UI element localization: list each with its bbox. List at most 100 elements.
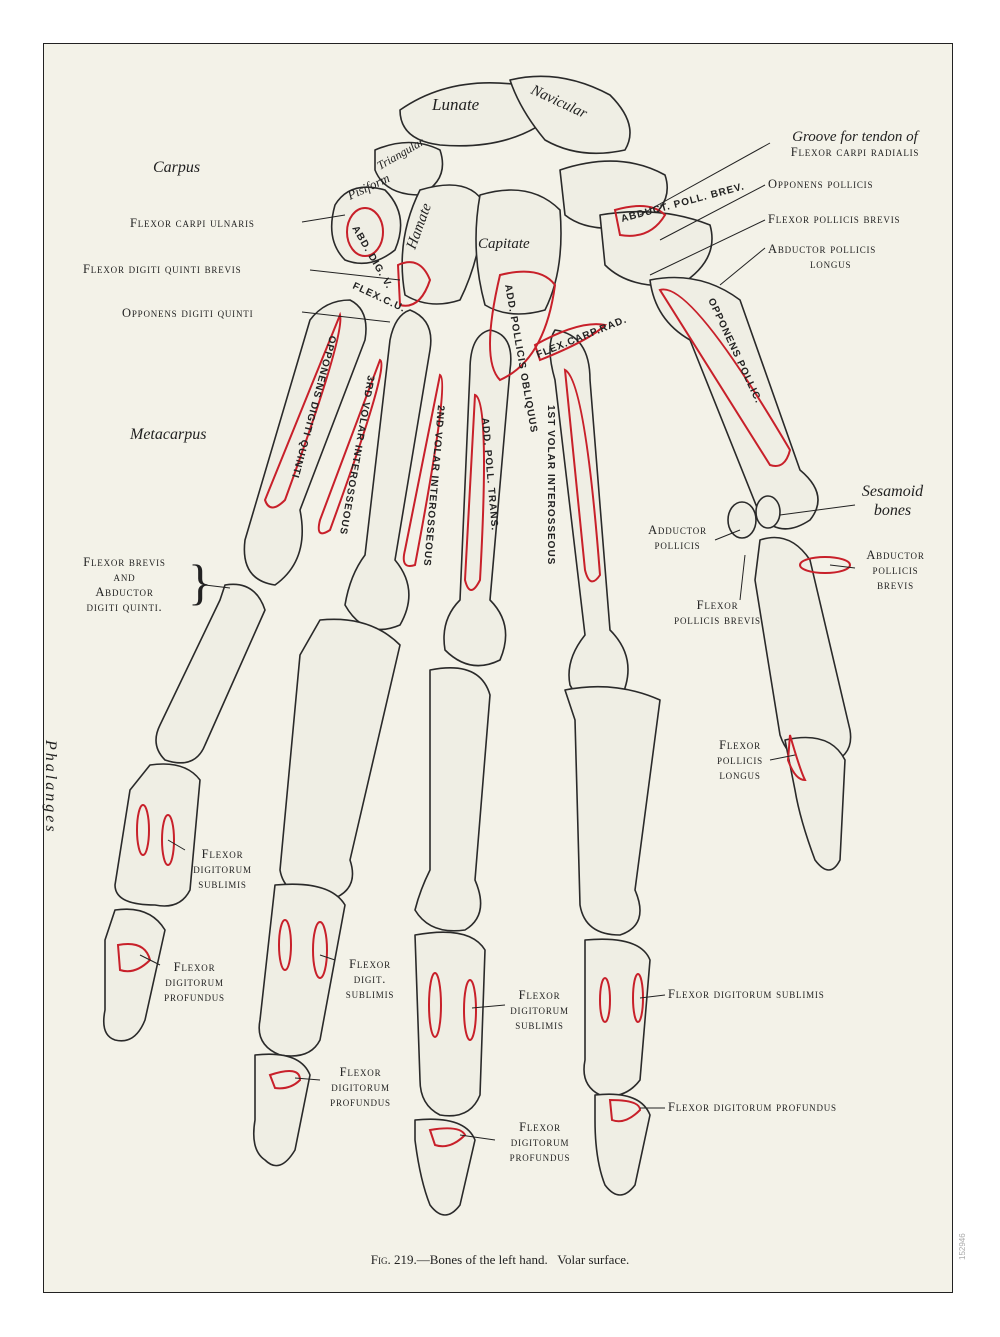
fdp-little-line-3: profundus <box>164 990 225 1004</box>
abductor-pollicis-brevis-label: Abductor pollicis brevis <box>858 548 933 593</box>
opponens-digiti-quinti-label: Opponens digiti quinti <box>122 306 254 320</box>
index-proximal-phalanx <box>564 685 661 936</box>
sesamoid-label: Sesamoid bones <box>855 482 930 520</box>
leader-sesamoid <box>779 504 856 516</box>
ring-distal-phalanx <box>252 1053 311 1167</box>
second-volar-text: 2ND VOLAR INTEROSSEOUS <box>421 405 446 567</box>
navicular-bone <box>509 75 631 155</box>
flexor-pollicis-brevis-top-label: Flexor pollicis brevis <box>768 212 901 226</box>
leader-fpb-top <box>649 219 766 276</box>
leader-fdp-little <box>139 954 161 966</box>
lunate-label: Lunate <box>431 95 480 114</box>
fds-ring-line-2: digit. <box>353 972 387 986</box>
little-middle-phalanx <box>114 763 201 907</box>
leader-fpl <box>769 754 796 761</box>
fds-index-label: Flexor digitorum sublimis <box>668 987 825 1001</box>
leader-fds-little <box>167 839 186 851</box>
fds-little-b <box>161 814 175 866</box>
capitate-label: Capitate <box>478 236 530 252</box>
flexor-pollicis-longus-label: Flexor pollicis longus <box>705 738 775 783</box>
fds-middle-a <box>428 972 442 1038</box>
caption-text: —Bones of the left hand. Volar surface. <box>416 1252 630 1267</box>
fpl-line-2: pollicis <box>717 753 763 767</box>
first-volar-text: 1ST VOLAR INTEROSSEOUS <box>545 405 556 565</box>
leader-fds-middle <box>471 1004 506 1009</box>
caption-prefix: Fig. 219. <box>370 1252 417 1267</box>
abpb-line-3: brevis <box>877 578 914 592</box>
leader-fdp-middle <box>459 1134 496 1141</box>
leader-adductor <box>714 529 741 541</box>
leader-opp-poll <box>659 184 766 241</box>
add-poll-trans-area <box>463 393 485 591</box>
flexor-carpi-ulnaris-label: Flexor carpi ulnaris <box>130 216 255 230</box>
adp-line-2: pollicis <box>654 538 701 552</box>
fdp-ring-line-1: Flexor <box>339 1065 382 1079</box>
metacarpal-3 <box>443 329 512 667</box>
index-distal-phalanx <box>594 1093 651 1196</box>
flexor-pollicis-longus-area <box>786 734 807 782</box>
leader-apl <box>719 247 766 286</box>
fds-ring-a <box>278 919 292 971</box>
fds-little-line-3: sublimis <box>198 877 247 891</box>
opponens-pollic-area <box>658 288 792 467</box>
groove-tendon-label: Groove for tendon of Flexor carpi radial… <box>770 130 940 160</box>
leader-abpb <box>829 564 856 569</box>
leader-odq <box>301 311 391 323</box>
figure-caption: Fig. 219.—Bones of the left hand. Volar … <box>0 1252 1000 1268</box>
fdp-little-line-1: Flexor <box>173 960 216 974</box>
leader-fdqb <box>309 269 401 281</box>
fds-ring-line-3: sublimis <box>345 987 395 1001</box>
abpb-line-1: Abductor <box>866 548 925 562</box>
flexor-digiti-quinti-brevis-area <box>396 261 432 307</box>
fdp-middle-line-1: Flexor <box>519 1120 561 1134</box>
fdp-middle-line-3: profundus <box>509 1150 571 1164</box>
fpl-line-3: longus <box>719 768 761 782</box>
adp-line-1: Adductor <box>648 523 707 537</box>
second-volar-area <box>402 373 444 567</box>
fdp-little-line-2: digitorum <box>165 975 224 989</box>
fds-index-a <box>599 977 611 1023</box>
sesamoid-line-2: bones <box>873 502 912 519</box>
add-pollicis-obliquus-area <box>489 270 557 382</box>
opponens-digiti-quinti-area <box>263 311 342 509</box>
fpl-line-1: Flexor <box>719 738 761 752</box>
metacarpal-2 <box>549 329 629 706</box>
leader-fbad <box>204 584 231 589</box>
leader-fds-index <box>639 994 666 999</box>
leader-groove <box>639 142 771 216</box>
fds-little-line-2: digitorum <box>193 862 252 876</box>
flexor-digiti-quinti-brevis-label: Flexor digiti quinti brevis <box>83 262 242 276</box>
opponens-pollicis-label: Opponens pollicis <box>768 177 874 191</box>
third-volar-area <box>317 358 383 535</box>
first-volar-area <box>563 368 602 583</box>
fds-little-label: Flexor digitorum sublimis <box>180 847 265 892</box>
sesamoid-bone-1 <box>727 501 757 539</box>
fds-ring-b <box>312 921 328 979</box>
groove-line-1: Groove for tendon of <box>792 129 918 145</box>
apl-line-1: Abductor pollicis <box>768 242 877 256</box>
abductor-pollicis-brevis-area <box>613 205 667 237</box>
abpb-line-2: pollicis <box>872 563 919 577</box>
metacarpus-label: Metacarpus <box>130 426 207 443</box>
sesamoid-bone-2 <box>755 495 781 529</box>
fdp-index-label: Flexor digitorum profundus <box>668 1100 837 1114</box>
ring-middle-phalanx <box>258 883 346 1057</box>
fdp-ring-area <box>268 1070 302 1090</box>
ring-proximal-phalanx <box>279 618 401 901</box>
fba-line-4: digiti quinti. <box>86 600 163 614</box>
fba-line-2: and <box>113 570 136 584</box>
fdp-ring-line-2: digitorum <box>331 1080 390 1094</box>
abd-pollicis-brevis-area <box>799 556 851 574</box>
fds-middle-b <box>463 979 477 1041</box>
thumb-distal-phalanx <box>784 736 846 871</box>
little-distal-phalanx <box>102 908 166 1042</box>
trapezoid-bone <box>599 210 713 287</box>
middle-distal-phalanx <box>414 1118 476 1216</box>
triangular-bone <box>374 141 444 196</box>
middle-proximal-phalanx <box>414 666 491 932</box>
flexor-pollicis-brevis-label: Flexor pollicis brevis <box>655 598 780 628</box>
fdp-middle-label: Flexor digitorum profundus <box>495 1120 585 1165</box>
fds-middle-line-2: digitorum <box>510 1003 569 1017</box>
groove-line-2: Flexor carpi radialis <box>790 145 920 159</box>
